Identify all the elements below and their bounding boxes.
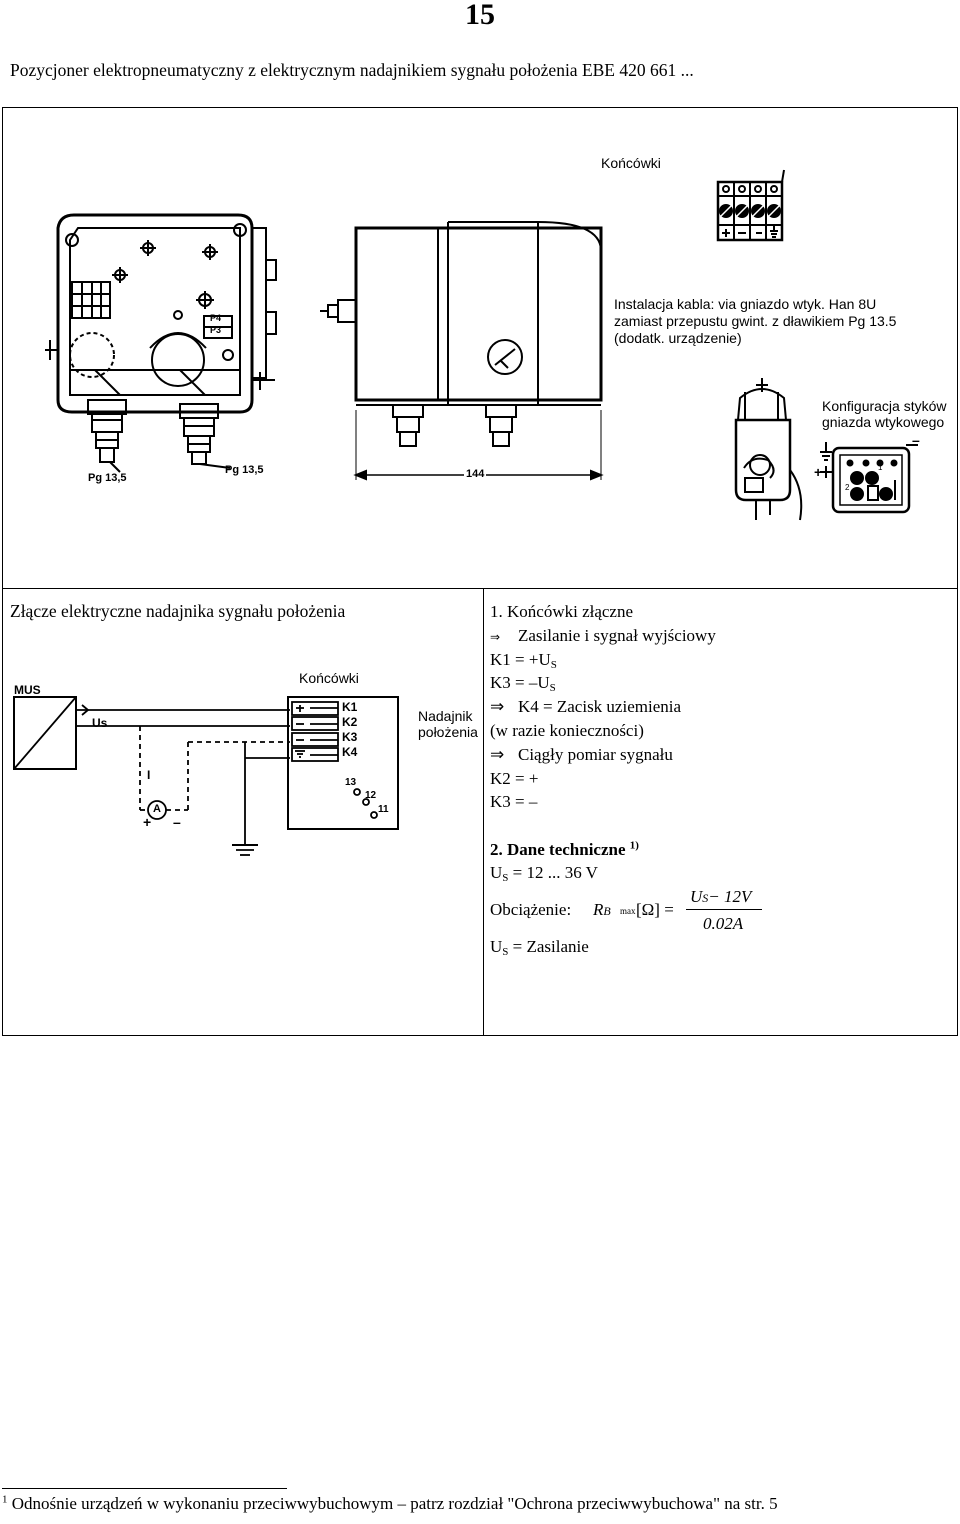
pin-minus-label: – bbox=[912, 432, 920, 448]
footnote-rule bbox=[2, 1488, 287, 1489]
formula-max: max bbox=[620, 906, 636, 916]
p3-label: P3 bbox=[210, 325, 222, 335]
us-label: Us bbox=[92, 716, 108, 730]
formula-b: B bbox=[603, 904, 611, 918]
meter-plus: + bbox=[143, 814, 152, 830]
us-range: US = 12 ... 36 V bbox=[490, 861, 598, 885]
tech-heading-text: 2. Dane techniczne bbox=[490, 840, 626, 859]
cable-gland-left bbox=[87, 399, 127, 463]
k2-line: K2 = + bbox=[490, 769, 539, 788]
config-label-line1: Konfiguracja styków bbox=[822, 398, 947, 414]
housing-front-view bbox=[45, 213, 277, 473]
pin-configuration bbox=[820, 442, 918, 514]
k4-note: (w razie konieczności) bbox=[490, 721, 644, 740]
cable-note-line2: zamiast przepustu gwint. z dławikiem Pg … bbox=[614, 313, 897, 329]
us-range-value: = 12 ... 36 V bbox=[512, 863, 598, 882]
fraction-bar bbox=[686, 909, 762, 910]
config-label-line2: gniazda wtykowego bbox=[822, 414, 945, 430]
formula-lhs: RB bbox=[593, 898, 611, 924]
device-illustration bbox=[45, 169, 918, 521]
terminal-12-label: 12 bbox=[365, 790, 377, 801]
tech-heading: 2. Dane techniczne 1) bbox=[490, 838, 639, 862]
us-def-sub: S bbox=[502, 946, 509, 958]
footnote: 1 Odnośnie urządzeń w wykonaniu przeciww… bbox=[2, 1494, 778, 1514]
load-label: Obciążenie: bbox=[490, 900, 572, 919]
k1-text: K1 = +U bbox=[490, 650, 551, 669]
arrow-icon: ⇒ bbox=[490, 745, 505, 764]
frame-divider-horizontal bbox=[2, 588, 958, 589]
pg-label-left: Pg 13,5 bbox=[88, 472, 127, 484]
us-range-prefix: U bbox=[490, 863, 503, 882]
nadajnik-label-line1: Nadajnik bbox=[418, 708, 473, 724]
p4-label: P4 bbox=[210, 313, 222, 323]
nadajnik-label-line2: położenia bbox=[418, 724, 478, 740]
k3-line: K3 = –US bbox=[490, 671, 556, 695]
ammeter-label: A bbox=[153, 803, 161, 815]
formula-r: R bbox=[593, 900, 604, 919]
page-title: Pozycjoner elektropneumatyczny z elektry… bbox=[10, 60, 694, 80]
measurement-item: Ciągły pomiar sygnału bbox=[518, 745, 673, 764]
formula-unit: [Ω] = bbox=[636, 900, 674, 919]
pin-plus-label: + bbox=[814, 464, 823, 480]
cable-note-line1: Instalacja kabla: via gniazdo wtyk. Han … bbox=[614, 296, 877, 312]
frame-divider-vertical bbox=[483, 588, 484, 1036]
wiring-section-title: Złącze elektryczne nadajnika sygnału poł… bbox=[10, 601, 346, 621]
k2-label: K2 bbox=[342, 715, 358, 729]
current-label: I bbox=[147, 768, 151, 782]
formula-denominator: 0.02A bbox=[703, 914, 744, 933]
k1-label: K1 bbox=[342, 700, 358, 714]
terminal-13-label: 13 bbox=[345, 777, 357, 788]
pg-label-right: Pg 13,5 bbox=[225, 464, 264, 476]
tech-heading-sup: 1) bbox=[629, 839, 639, 852]
supply-item: Zasilanie i sygnał wyjściowy bbox=[518, 626, 716, 645]
cable-gland-right bbox=[179, 403, 219, 465]
us-definition: US = Zasilanie bbox=[490, 935, 589, 959]
arrow-icon: ⇒ bbox=[490, 697, 505, 716]
terminal-strip bbox=[716, 169, 785, 242]
k4-label: K4 bbox=[342, 745, 358, 759]
k3-label: K3 bbox=[342, 730, 358, 744]
footnote-mark: 1 bbox=[2, 1493, 8, 1506]
dimension-label: 144 bbox=[464, 466, 487, 482]
us-range-sub: S bbox=[502, 872, 509, 884]
k4-text: K4 = Zacisk uziemienia bbox=[518, 697, 682, 716]
k1-line: K1 = +US bbox=[490, 648, 557, 672]
page-number: 15 bbox=[465, 0, 495, 31]
us-def-text: = Zasilanie bbox=[512, 937, 589, 956]
figure-frame bbox=[2, 107, 958, 1036]
pin-1-label: 1 bbox=[878, 463, 883, 472]
pin-2-label: 2 bbox=[845, 483, 850, 492]
side-gland-2 bbox=[485, 404, 517, 447]
terminal-11-label: 11 bbox=[378, 804, 389, 815]
meter-minus: – bbox=[173, 814, 181, 830]
wiring-koncowki-label: Końcówki bbox=[299, 670, 359, 686]
formula-num-u: U bbox=[690, 887, 703, 906]
k3b-line: K3 = – bbox=[490, 792, 538, 811]
side-gland-1 bbox=[392, 404, 424, 447]
k3-sub: S bbox=[549, 682, 556, 694]
us-def-prefix: U bbox=[490, 937, 503, 956]
mus-label: MUS bbox=[14, 683, 41, 697]
arrow-icon: ⇒ bbox=[490, 630, 501, 644]
formula-numerator: US− 12V bbox=[690, 885, 751, 911]
footnote-text: Odnośnie urządzeń w wykonaniu przeciwwyb… bbox=[11, 1494, 778, 1513]
k3-text: K3 = –U bbox=[490, 673, 550, 692]
koncowki-label: Końcówki bbox=[601, 155, 661, 171]
formula-num-rest: − 12V bbox=[708, 887, 752, 906]
cable-note-line3: (dodatk. urządzenie) bbox=[614, 330, 742, 346]
plug-connector bbox=[734, 378, 803, 521]
connections-heading: 1. Końcówki złączne bbox=[490, 602, 634, 621]
formula-num-s: S bbox=[702, 891, 709, 905]
k1-sub: S bbox=[550, 659, 557, 671]
